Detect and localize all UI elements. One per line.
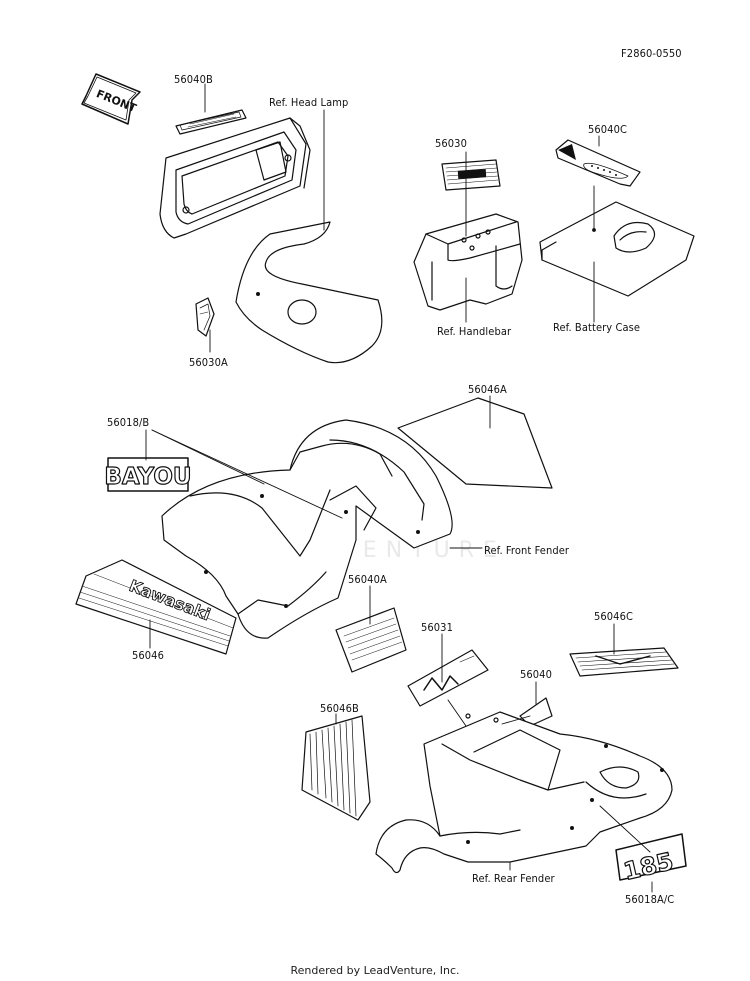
rear-fender-shape — [375, 711, 673, 874]
decal-56040b — [175, 109, 247, 135]
label-56040a: 56040A — [348, 573, 387, 586]
label-56040: 56040 — [520, 668, 552, 681]
decal-56046a — [397, 397, 553, 489]
label-56018b: 56018/B — [107, 416, 150, 429]
handlebar-cover-shape — [413, 213, 523, 311]
label-56040b: 56040B — [174, 73, 213, 86]
label-56030: 56030 — [435, 137, 467, 150]
label-ref-front-fender: Ref. Front Fender — [484, 544, 570, 557]
label-56031: 56031 — [421, 621, 453, 634]
label-ref-head-lamp: Ref. Head Lamp — [269, 96, 349, 109]
decal-56030a — [195, 297, 215, 337]
decal-56030 — [441, 159, 501, 191]
decal-56046c — [569, 647, 679, 677]
label-ref-rear-fender: Ref. Rear Fender — [472, 872, 555, 885]
diagram-code: F2860-0550 — [621, 47, 682, 60]
decal-56040a — [335, 607, 407, 673]
decal-56031 — [407, 649, 489, 707]
footer-credit: Rendered by LeadVenture, Inc. — [290, 964, 460, 977]
decal-kawasaki: Kawasaki — [75, 559, 237, 655]
label-56018ac: 56018A/C — [625, 893, 675, 906]
front-fender-shape — [161, 419, 453, 639]
decal-56046b — [301, 715, 371, 821]
label-ref-battery-case: Ref. Battery Case — [553, 321, 641, 334]
label-56046c: 56046C — [594, 610, 633, 623]
label-ref-handlebar: Ref. Handlebar — [437, 325, 512, 338]
front-cover-shape — [235, 221, 383, 364]
decal-185: 185 — [615, 833, 687, 886]
label-56030a: 56030A — [189, 356, 228, 369]
decal-56040c — [555, 139, 641, 187]
front-arrow-icon: FRONT — [81, 73, 141, 125]
bayou-text: BAYOU — [104, 464, 191, 490]
label-56046a: 56046A — [468, 383, 507, 396]
battery-case-shape — [539, 201, 695, 297]
leader-lines — [145, 83, 653, 893]
label-56046: 56046 — [132, 649, 164, 662]
decal-bayou: BAYOU — [104, 457, 192, 492]
head-lamp-shape — [159, 117, 311, 239]
label-56046b: 56046B — [320, 702, 359, 715]
label-56040c: 56040C — [588, 123, 627, 136]
